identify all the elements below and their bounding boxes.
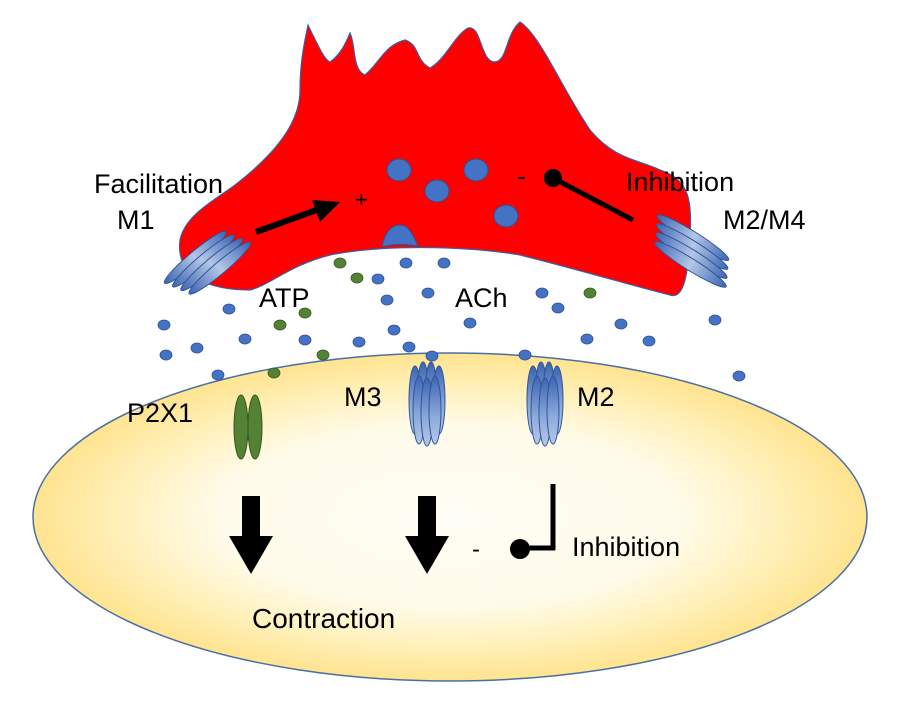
ach-molecule (535, 287, 549, 299)
p2x1-contraction-arrow (229, 496, 273, 574)
minus-sign-top: - (517, 161, 526, 191)
m1-receptor (163, 230, 252, 295)
ach-molecule (402, 341, 416, 353)
atp-molecule (298, 307, 312, 319)
ach-molecule (518, 349, 532, 361)
ach-molecule (708, 314, 722, 326)
ach-molecule (425, 350, 439, 362)
atp-molecule (333, 257, 347, 269)
ach-molecule (380, 294, 394, 306)
inhibition-knob-bottom (510, 539, 530, 559)
m2-label: M2 (577, 382, 615, 412)
ach-molecule (352, 336, 366, 348)
inhibition-line-top (544, 169, 635, 223)
ach-molecule (222, 303, 236, 315)
ach-molecule (580, 333, 594, 345)
ach-molecule (387, 324, 401, 336)
m3-label: M3 (344, 382, 382, 412)
m2-receptor (526, 361, 564, 447)
ach-molecule (614, 318, 628, 330)
ach-label: ACh (455, 283, 508, 313)
m3-receptor (408, 361, 446, 447)
atp-molecule (273, 319, 287, 331)
ach-molecule (732, 370, 746, 382)
ach-molecule (551, 302, 565, 314)
atp-molecule (350, 272, 364, 284)
vesicle (463, 158, 489, 182)
atp-label: ATP (259, 283, 310, 313)
vesicle (386, 158, 412, 182)
contraction-label: Contraction (252, 603, 395, 634)
vesicle (493, 204, 519, 228)
ach-molecule (399, 257, 413, 269)
ach-molecule (437, 257, 451, 269)
ach-molecule (211, 369, 225, 381)
ach-molecule (190, 342, 204, 354)
m1-label: M1 (117, 205, 155, 235)
inhibition-knob (544, 169, 562, 187)
p2x1-label: P2X1 (127, 398, 193, 428)
ach-molecules (157, 257, 746, 382)
ach-molecule (298, 334, 312, 346)
vesicles (381, 158, 519, 248)
ach-molecule (421, 287, 435, 299)
m2-m4-label: M2/M4 (723, 205, 806, 235)
inhibition-label-bottom: Inhibition (572, 532, 680, 562)
ach-molecule (371, 273, 385, 285)
ach-molecule (157, 319, 171, 331)
m3-contraction-arrow (405, 496, 449, 574)
facilitation-label: Facilitation (94, 169, 223, 199)
atp-molecule (583, 287, 597, 299)
atp-molecule (267, 367, 281, 379)
vesicle-fusing (381, 224, 419, 248)
facilitation-arrow (254, 200, 340, 235)
ach-molecule (463, 317, 477, 329)
vesicle (424, 179, 450, 203)
atp-molecules (267, 257, 597, 379)
atp-molecule (316, 349, 330, 361)
m2-m4-receptor (654, 214, 730, 288)
minus-sign-bottom: - (472, 536, 480, 563)
ach-molecule (238, 333, 252, 345)
nerve-terminal (179, 21, 692, 297)
ach-molecule (159, 349, 173, 361)
plus-sign: + (355, 187, 368, 212)
p2x1-receptor (233, 394, 263, 460)
inhibition-line-bottom (510, 484, 556, 559)
inhibition-label-top: Inhibition (626, 167, 734, 197)
ach-molecule (642, 335, 656, 347)
